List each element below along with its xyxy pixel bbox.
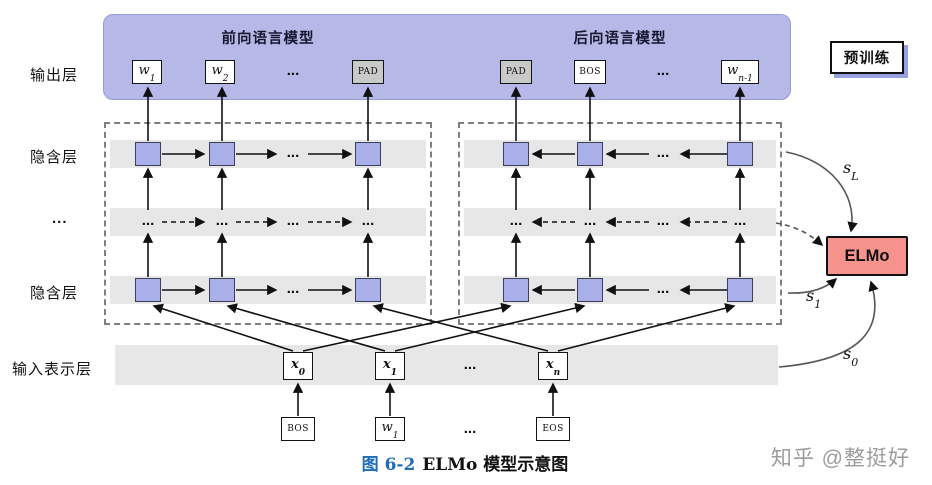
bottom-token-bos: BOS (281, 417, 315, 441)
output-token-bos: BOS (574, 60, 606, 84)
token-base: s (806, 286, 815, 305)
hidden-mid-dots-7: ... (656, 212, 670, 229)
hidden-top-dots-forward: ... (286, 144, 300, 161)
token-base: x (290, 357, 299, 373)
lstm-cell-forward-top-1 (135, 142, 161, 166)
token-sub: n (553, 367, 561, 378)
token-base: x (382, 357, 391, 373)
lstm-cell-forward-bottom-1 (135, 278, 161, 302)
bottom-token-w1: w1 (375, 417, 405, 441)
output-dots-forward: ... (286, 62, 300, 79)
token-sub: 0 (851, 356, 859, 370)
input-token-xn: xn (538, 352, 568, 380)
lstm-cell-backward-bottom-2 (577, 278, 603, 302)
pretrain-box: 预训练 (830, 41, 904, 74)
figure-caption: 图 6-2 ELMo 模型示意图 (300, 450, 630, 475)
row-label-hidden-lower: 隐含层 (30, 285, 79, 302)
figure-title: ELMo 模型示意图 (422, 455, 569, 475)
input-representation-band (115, 345, 778, 385)
lstm-cell-forward-bottom-n (355, 278, 381, 302)
output-token-w2: w2 (205, 60, 235, 84)
hidden-mid-dots-2: ... (215, 212, 229, 229)
token-sub: 1 (390, 367, 398, 378)
token-base: w (381, 420, 393, 436)
elmo-box: ELMo (826, 236, 908, 276)
input-token-x0: x0 (283, 352, 313, 380)
token-sub: 0 (298, 367, 306, 378)
lstm-cell-forward-top-2 (209, 142, 235, 166)
hidden-mid-dots-1: ... (141, 212, 155, 229)
row-label-hidden-upper: 隐含层 (30, 149, 79, 166)
selector-weight-s1: s1 (806, 286, 821, 310)
token-sub: 1 (392, 430, 399, 441)
hidden-mid-dots-6: ... (583, 212, 597, 229)
row-label-ellipsis: ... (52, 210, 68, 227)
token-sub: 2 (222, 73, 229, 84)
selector-weight-sL: sL (843, 158, 859, 182)
bottom-token-eos: EOS (536, 417, 570, 441)
row-label-output-layer: 输出层 (30, 67, 79, 84)
token-base: w (727, 63, 739, 79)
token-base: s (843, 344, 852, 363)
hidden-bottom-dots-backward: ... (656, 280, 670, 297)
lstm-cell-backward-bottom-1 (503, 278, 529, 302)
watermark-zhihu: 知乎 @整挺好 (770, 447, 910, 470)
output-token-w1: w1 (132, 60, 162, 84)
hidden-mid-dots-5: ... (509, 212, 523, 229)
lstm-cell-backward-top-2 (577, 142, 603, 166)
figure-number: 图 6-2 (361, 455, 416, 475)
lstm-cell-forward-bottom-2 (209, 278, 235, 302)
hidden-top-dots-backward: ... (656, 144, 670, 161)
token-base: s (843, 158, 852, 177)
token-base: w (211, 63, 223, 79)
hidden-mid-dots-8: ... (733, 212, 747, 229)
selector-weight-s0: s0 (843, 344, 858, 368)
output-dots-backward: ... (656, 62, 670, 79)
output-token-pad-forward: PAD (352, 60, 384, 84)
output-token-wn-1: wn-1 (721, 60, 759, 84)
hidden-bottom-dots-forward: ... (286, 280, 300, 297)
input-token-x1: x1 (375, 352, 405, 380)
lstm-cell-forward-top-n (355, 142, 381, 166)
forward-lm-title: 前向语言模型 (221, 31, 315, 47)
token-base: x (545, 357, 554, 373)
lstm-cell-backward-bottom-n (727, 278, 753, 302)
output-layer-band (103, 14, 791, 100)
token-sub: 1 (814, 298, 822, 312)
hidden-mid-dots-4: ... (361, 212, 375, 229)
row-label-input-layer: 输入表示层 (12, 361, 93, 378)
lstm-cell-backward-top-1 (503, 142, 529, 166)
bottom-dots: ... (463, 420, 477, 437)
lstm-cell-backward-top-n (727, 142, 753, 166)
token-sub: n-1 (738, 73, 753, 84)
token-base: w (138, 63, 150, 79)
output-token-pad-backward: PAD (500, 60, 532, 84)
token-sub: 1 (149, 73, 156, 84)
hidden-mid-dots-3: ... (286, 212, 300, 229)
token-sub: L (851, 170, 859, 184)
input-dots: ... (463, 356, 477, 373)
backward-lm-title: 后向语言模型 (573, 31, 667, 47)
